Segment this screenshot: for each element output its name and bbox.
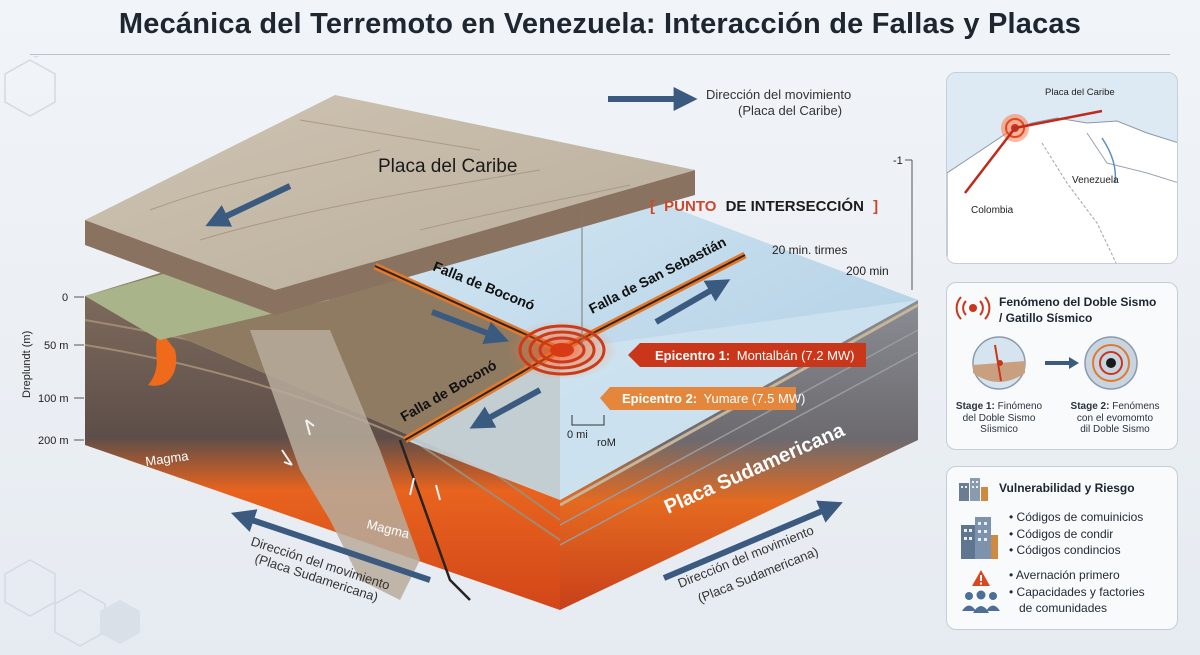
map-panel: Placa del Caribe Venezuela Colombia bbox=[946, 72, 1178, 264]
stage1-text-3: Síismico bbox=[980, 424, 1018, 435]
page-title: Mecánica del Terremoto en Venezuela: Int… bbox=[0, 8, 1200, 41]
community-list: Avernación primero Capacidades y factori… bbox=[1009, 567, 1145, 600]
right-axis bbox=[905, 160, 912, 290]
phenomenon-panel: Fenómeno del Doble Sismo / Gatillo Sísmi… bbox=[946, 282, 1178, 450]
seismic-wave-icon bbox=[955, 295, 991, 321]
intersection-bracket-close: ] bbox=[873, 198, 878, 215]
epicenter1-value: Montalbán (7.2 MW) bbox=[737, 348, 855, 363]
code-item: Códigos de comuinicios bbox=[1009, 509, 1143, 526]
risk-panel: Vulnerabilidad y Riesgo Códigos de comui… bbox=[946, 466, 1178, 630]
epicenter2-label: Epicentro 2: bbox=[622, 391, 697, 406]
caribbean-plate-label: Placa del Caribe bbox=[378, 156, 517, 177]
direction-top-line2: (Placa del Caribe) bbox=[738, 103, 842, 118]
stage2-text-3: dil Doble Sismo bbox=[1080, 424, 1149, 435]
depth-tick-100: 100 m bbox=[38, 393, 69, 405]
scale-label-b: roM bbox=[597, 437, 616, 449]
title-divider bbox=[30, 54, 1170, 55]
map-label-venezuela: Venezuela bbox=[1072, 175, 1119, 186]
right-axis-tick-label: -1 bbox=[893, 155, 903, 167]
code-item: Códigos condincios bbox=[1009, 542, 1143, 559]
time-label-a: 20 min. tirmes bbox=[772, 243, 847, 257]
stage1-text-1: Finómeno bbox=[998, 401, 1042, 412]
direction-top-line1: Dirección del movimiento bbox=[706, 87, 851, 102]
svg-text:Epicentro 2: Yumare (7.5 M: Epicentro 2: Yumare (7.5 MW) bbox=[622, 391, 805, 406]
stage1-caption: Stage 1: Finómeno del Doble Sismo Síismi… bbox=[949, 401, 1049, 436]
buildings-icon bbox=[957, 475, 989, 501]
warning-icon bbox=[971, 569, 991, 587]
svg-text:[ PUNTO DE INTERSECCIÓ: [ PUNTO DE INTERSECCIÓN ] bbox=[650, 197, 878, 215]
epicenter1-label: Epicentro 1: bbox=[655, 348, 730, 363]
depth-axis-label: Dreplundt (m) bbox=[21, 331, 33, 398]
risk-item: Capacidades y factories bbox=[1009, 584, 1145, 601]
codes-list: Códigos de comuinicios Códigos de condir… bbox=[1009, 509, 1143, 559]
code-item: Códigos de condir bbox=[1009, 526, 1143, 543]
epicenter-core bbox=[550, 343, 574, 357]
stage-diagram bbox=[957, 333, 1169, 393]
intersection-bracket-open: [ bbox=[650, 198, 655, 215]
depth-tick-200: 200 m bbox=[38, 435, 69, 447]
stage1-text-2: del Doble Sismo bbox=[963, 413, 1036, 424]
stage2-caption: Stage 2: Fenómens con el evomomto dil Do… bbox=[1065, 401, 1165, 436]
intersection-word-rest: DE INTERSECCIÓN bbox=[726, 197, 864, 215]
phenomenon-title-line2: / Gatillo Sísmico bbox=[999, 310, 1175, 326]
community-icon bbox=[959, 589, 1003, 615]
scale-label-a: 0 mi bbox=[567, 429, 588, 441]
depth-tick-0: 0 bbox=[62, 292, 68, 304]
phenomenon-title-line1: Fenómeno del Doble Sismo bbox=[999, 294, 1175, 310]
stage1-label: Stage 1: bbox=[956, 401, 995, 412]
epicenter2-value: Yumare (7.5 MW) bbox=[704, 391, 806, 406]
stage2-text-2: con el evomomto bbox=[1077, 413, 1153, 424]
depth-tick-50: 50 m bbox=[44, 340, 68, 352]
block-diagram: Placa del Caribe Placa Sudamericana Dire… bbox=[0, 56, 940, 655]
stage2-label: Stage 2: bbox=[1071, 401, 1110, 412]
time-label-b: 200 min bbox=[846, 264, 889, 278]
stage2-text-1: Fenómens bbox=[1112, 401, 1159, 412]
risk-title: Vulnerabilidad y Riesgo bbox=[999, 481, 1135, 495]
risk-item-continuation-text: de comunidades bbox=[1019, 601, 1107, 615]
intersection-word-punto: PUNTO bbox=[664, 198, 717, 215]
svg-text:Epicentro 1: Montalbán (7.: Epicentro 1: Montalbán (7.2 MW) bbox=[655, 348, 855, 363]
venezuela-map: Placa del Caribe Venezuela Colombia bbox=[947, 73, 1178, 264]
risk-item-continuation: de comunidades bbox=[1019, 600, 1107, 617]
map-label-colombia: Colombia bbox=[971, 205, 1014, 216]
depth-axis-ticks bbox=[74, 297, 84, 440]
map-label-caribe: Placa del Caribe bbox=[1045, 87, 1115, 98]
risk-item: Avernación primero bbox=[1009, 567, 1145, 584]
building-codes-icon bbox=[959, 515, 999, 559]
